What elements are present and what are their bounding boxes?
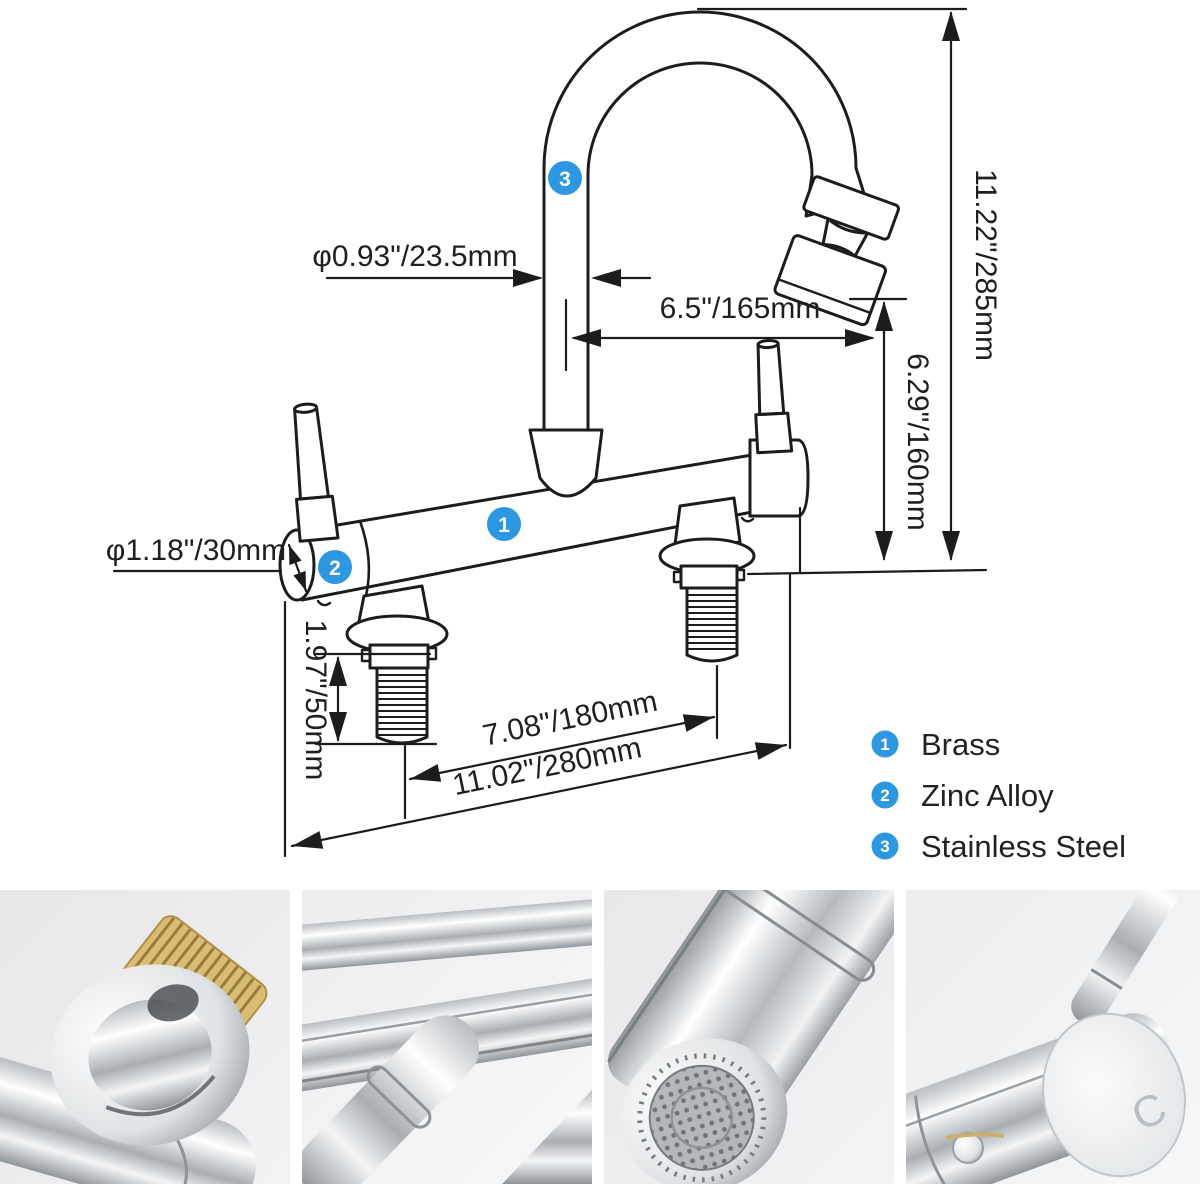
left-collar <box>368 643 430 670</box>
svg-text:1: 1 <box>498 514 510 537</box>
chrome-flange-disc <box>50 964 250 1146</box>
left-shank <box>345 584 449 745</box>
callout-2-zinc: 2 <box>318 550 352 584</box>
dim-spout-reach: 6.5"/165mm <box>660 292 821 325</box>
photo-aerator <box>604 890 894 1184</box>
legend-label-brass: Brass <box>921 727 1000 762</box>
handle-lever <box>1071 890 1195 1025</box>
photo-body-joint <box>302 890 592 1184</box>
aerator-head <box>773 175 900 327</box>
photo-brass-shank <box>0 890 290 1184</box>
spout-collar <box>802 175 900 241</box>
right-collar <box>679 564 739 590</box>
upper-tube <box>302 898 592 971</box>
valve-end-face: C <box>1042 1012 1186 1178</box>
svg-text:3: 3 <box>559 168 571 191</box>
svg-text:1: 1 <box>880 735 889 754</box>
legend-item-stainless-steel: 3 Stainless Steel <box>871 829 1126 864</box>
spray-head <box>773 234 887 327</box>
photo-handle-valve: C <box>906 890 1200 1184</box>
aerator-face <box>620 1038 788 1184</box>
callout-3-stainless: 3 <box>548 161 582 195</box>
legend-item-brass: 1 Brass <box>871 727 1000 762</box>
legend-item-zinc-alloy: 2 Zinc Alloy <box>871 778 1054 813</box>
spout-base-cone <box>528 428 604 498</box>
legend-label-zinc-alloy: Zinc Alloy <box>921 778 1054 813</box>
svg-text:2: 2 <box>329 557 341 580</box>
right-handle <box>754 338 794 455</box>
material-legend: 1 Brass 2 Zinc Alloy 3 Stainless Steel <box>871 727 1126 864</box>
right-shank <box>658 496 756 663</box>
dim-spout-diameter: φ0.93"/23.5mm <box>312 240 517 273</box>
brass-glint <box>945 1132 1005 1140</box>
dim-total-height: 11.22"/285mm <box>969 169 1002 361</box>
svg-text:2: 2 <box>880 786 889 805</box>
spout <box>528 10 900 498</box>
dim-outlet-height: 6.29"/160mm <box>901 353 934 530</box>
legend-label-stainless-steel: Stainless Steel <box>921 829 1126 864</box>
dim-overall-width: 11.02"/280mm <box>450 731 645 802</box>
detail-photo-strip: C <box>0 890 1200 1184</box>
faucet-dimension-diagram: φ0.93"/23.5mm 6.5"/165mm 11.22"/285mm 6.… <box>106 7 1126 864</box>
dim-body-diameter: φ1.18"/30mm <box>106 534 286 567</box>
dim-thread-length: 1.97"/50mm <box>299 620 332 781</box>
material-callouts: 1 2 3 <box>318 161 582 584</box>
left-handle <box>293 402 340 543</box>
faucet-body <box>278 438 810 607</box>
svg-text:3: 3 <box>880 837 889 856</box>
callout-1-brass: 1 <box>487 507 521 541</box>
left-cap-ring <box>358 519 371 598</box>
corner-joint <box>502 1090 592 1184</box>
handle-stub-tube <box>302 1015 480 1184</box>
dimension-lines <box>112 7 988 858</box>
